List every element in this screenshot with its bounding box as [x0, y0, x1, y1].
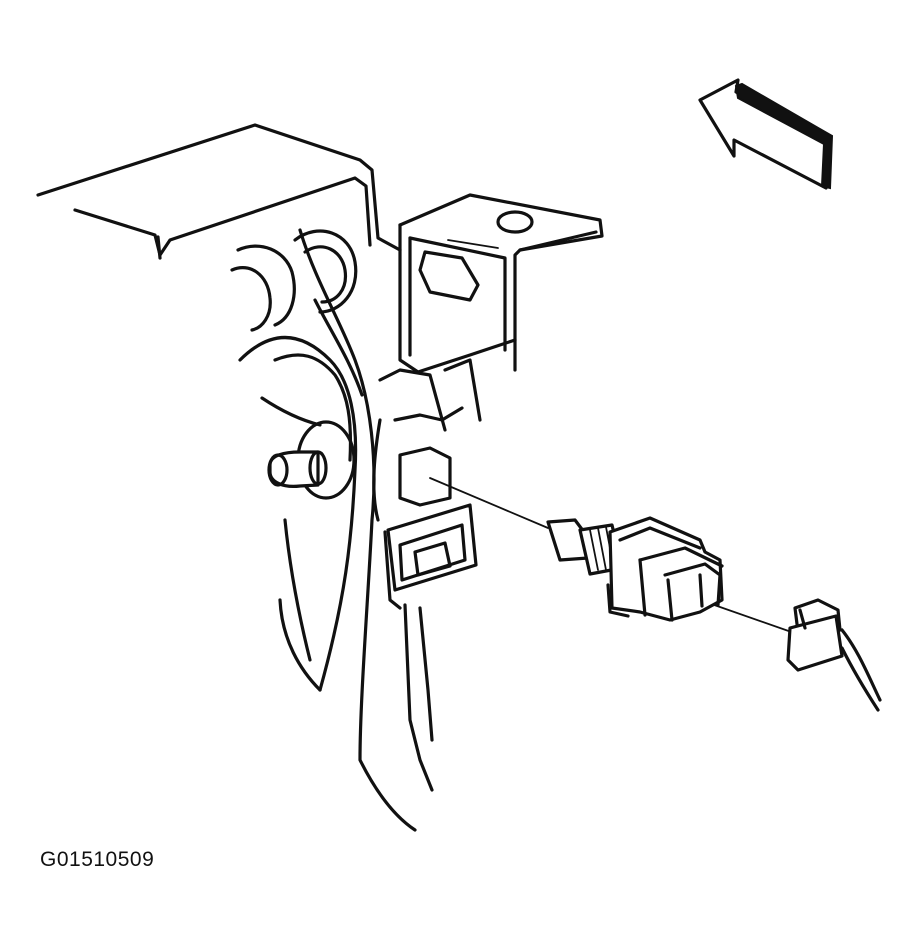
- pivot-stud: [267, 420, 356, 500]
- electrical-connector-icon: [786, 598, 882, 712]
- switch-slot-bracket: [372, 358, 482, 792]
- pedal-pivot: [230, 229, 358, 332]
- switch-mount-bracket: [398, 193, 604, 374]
- pedal-arm: [238, 228, 417, 832]
- brake-light-switch-icon: [546, 516, 724, 622]
- direction-arrow-icon: [698, 78, 834, 190]
- figure-id-label: G01510509: [40, 848, 155, 871]
- dash-bracket: [36, 123, 402, 260]
